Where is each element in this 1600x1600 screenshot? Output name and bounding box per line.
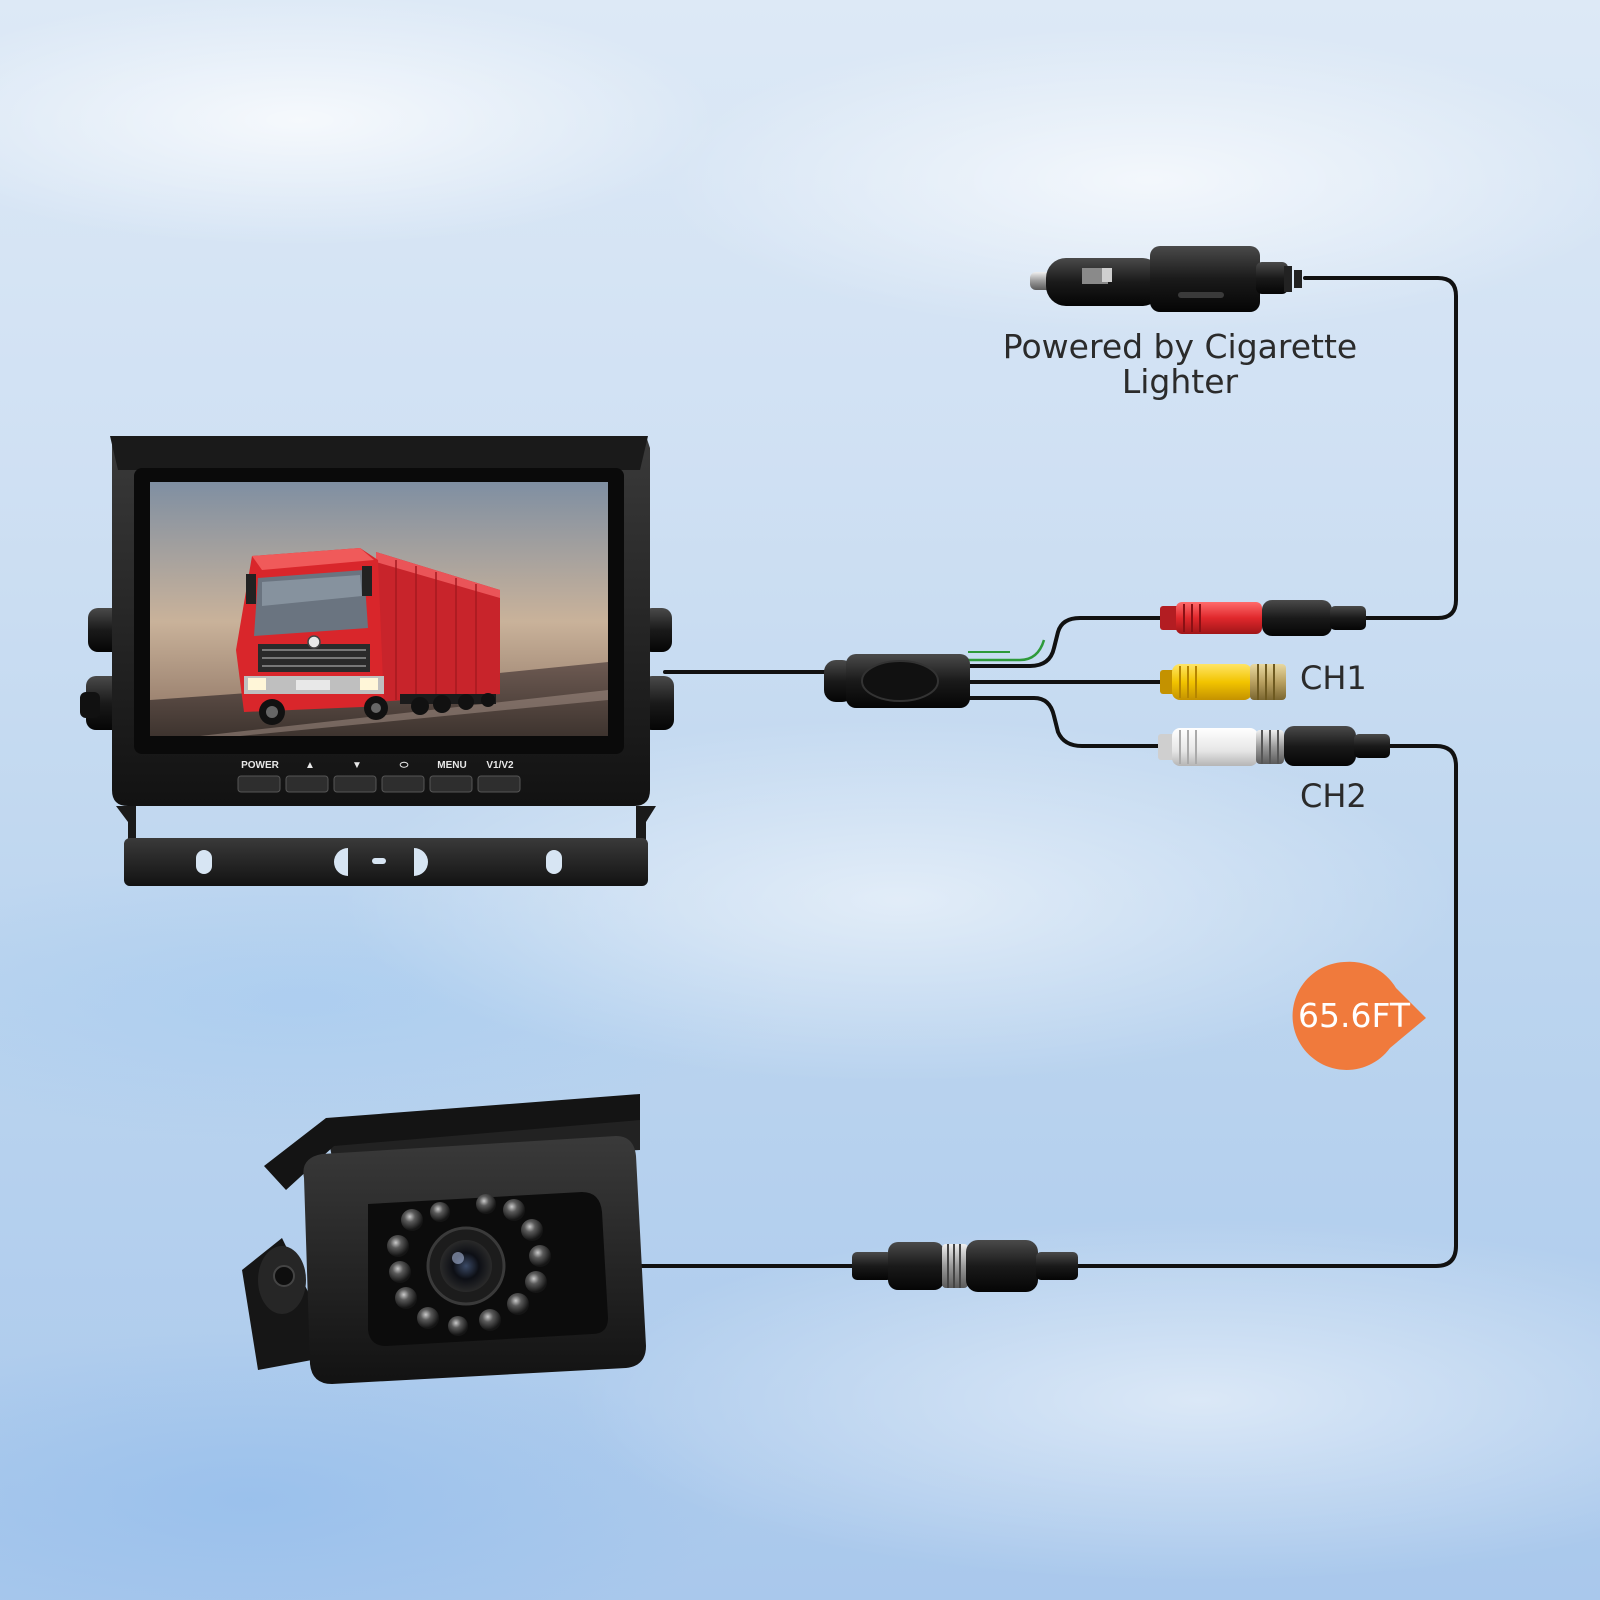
- cables: [623, 276, 1458, 1268]
- power-label-line2: Lighter: [1121, 361, 1239, 401]
- length-badge: [1292, 961, 1426, 1070]
- menu-button: [429, 775, 473, 793]
- monitor-buttons: POWER ▲ ▼ ⬭ MENU V1/V2: [237, 760, 521, 793]
- extension-connector: [852, 1240, 1078, 1292]
- power-button: [237, 775, 281, 793]
- ch2-plug-white: [1158, 726, 1390, 766]
- down-button: [333, 775, 377, 793]
- monitor: POWER ▲ ▼ ⬭ MENU V1/V2: [80, 436, 674, 886]
- truck-trailer: [376, 552, 500, 715]
- monitor-screen: [150, 482, 608, 736]
- truck-cab: [236, 548, 388, 725]
- button-label-up: ▲: [305, 760, 315, 771]
- power-cable: [1303, 276, 1458, 620]
- mode-button: [381, 775, 425, 793]
- cigarette-lighter-plug: [1030, 246, 1302, 312]
- ch1-plug-yellow: [1160, 664, 1286, 700]
- button-label-mode: ⬭: [399, 760, 409, 771]
- extension-cable: [1074, 744, 1458, 1268]
- splitter-box: [824, 654, 970, 708]
- camera-lens: [426, 1226, 506, 1306]
- v1v2-button: [477, 775, 521, 793]
- splitter-to-power: [966, 616, 1164, 668]
- power-label-line1: Powered by Cigarette: [1002, 327, 1358, 366]
- button-label-down: ▼: [352, 760, 362, 771]
- up-button: [285, 775, 329, 793]
- power-source-label: Powered by Cigarette Lighter: [960, 327, 1400, 401]
- infrared-leds: [387, 1194, 551, 1336]
- button-label-power: POWER: [241, 760, 280, 771]
- splitter-to-ch2: [966, 696, 1162, 748]
- backup-camera: [242, 1094, 646, 1384]
- trigger-wire: [968, 639, 1046, 662]
- cable-length-label: 65.6FT: [1297, 996, 1411, 1035]
- button-label-v1v2: V1/V2: [486, 760, 514, 771]
- button-label-menu: MENU: [437, 760, 466, 771]
- ch2-label: CH2: [1300, 777, 1367, 815]
- power-plug-red: [1160, 600, 1366, 636]
- monitor-bracket: [116, 806, 656, 886]
- ch1-label: CH1: [1300, 659, 1367, 697]
